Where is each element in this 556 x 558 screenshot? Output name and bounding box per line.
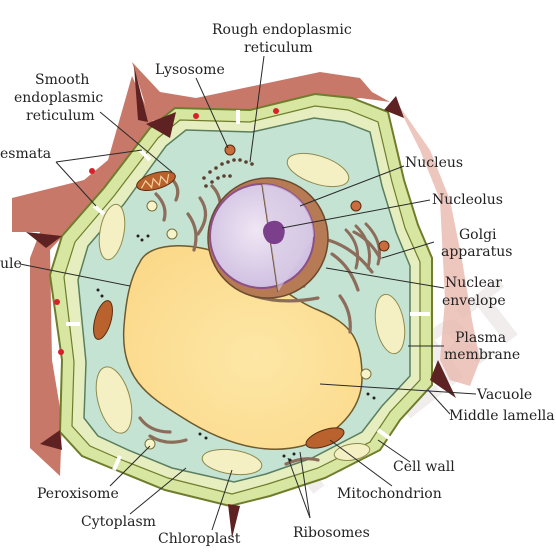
ribosomes	[96, 234, 376, 462]
label-nucleus: Nucleus	[405, 155, 463, 171]
label-golgi-line2: apparatus	[441, 244, 512, 260]
label-plasmodesmata: esmata	[0, 146, 51, 162]
label-smooth-er-line2: endoplasmic	[14, 90, 103, 106]
label-plasma-mem-line1: Plasma	[455, 330, 506, 346]
label-chloroplast: Chloroplast	[158, 531, 241, 547]
label-cytoplasm: Cytoplasm	[81, 514, 156, 530]
label-peroxisome: Peroxisome	[37, 486, 119, 502]
middle-lamella	[26, 66, 456, 538]
label-smooth-er-line1: Smooth	[35, 72, 89, 88]
label-ribosomes: Ribosomes	[293, 525, 370, 541]
label-middle-lamella: Middle lamella	[449, 408, 555, 424]
label-lysosome: Lysosome	[155, 62, 225, 78]
plasmodesmata	[66, 110, 430, 471]
label-mitochondrion: Mitochondrion	[337, 486, 442, 502]
nucleus	[207, 177, 329, 299]
label-nucleolus: Nucleolus	[432, 192, 503, 208]
label-smooth-er-line3: reticulum	[26, 108, 95, 124]
rough-er	[202, 158, 254, 188]
label-rough-er-line1: Rough endoplasmic	[212, 22, 352, 38]
label-vacuole-left: ule	[0, 256, 22, 272]
small-organelles	[144, 144, 390, 450]
label-nuclear-env-line2: envelope	[442, 293, 506, 309]
label-nuclear-env-line1: Nuclear	[445, 275, 502, 291]
label-golgi-line1: Golgi	[459, 227, 497, 243]
labels: Rough endoplasmic reticulum Lysosome Smo…	[0, 22, 555, 547]
label-rough-er-line2: reticulum	[244, 40, 313, 56]
label-cell-wall: Cell wall	[393, 459, 455, 475]
mitochondria	[93, 171, 345, 449]
nucleolus	[263, 220, 285, 245]
label-plasma-mem-line2: membrane	[444, 347, 520, 363]
leader-lines	[19, 55, 477, 531]
golgi-apparatus	[344, 222, 381, 270]
chloroplasts	[95, 152, 406, 476]
label-vacuole: Vacuole	[476, 387, 532, 403]
neighbour-dots	[54, 108, 279, 355]
